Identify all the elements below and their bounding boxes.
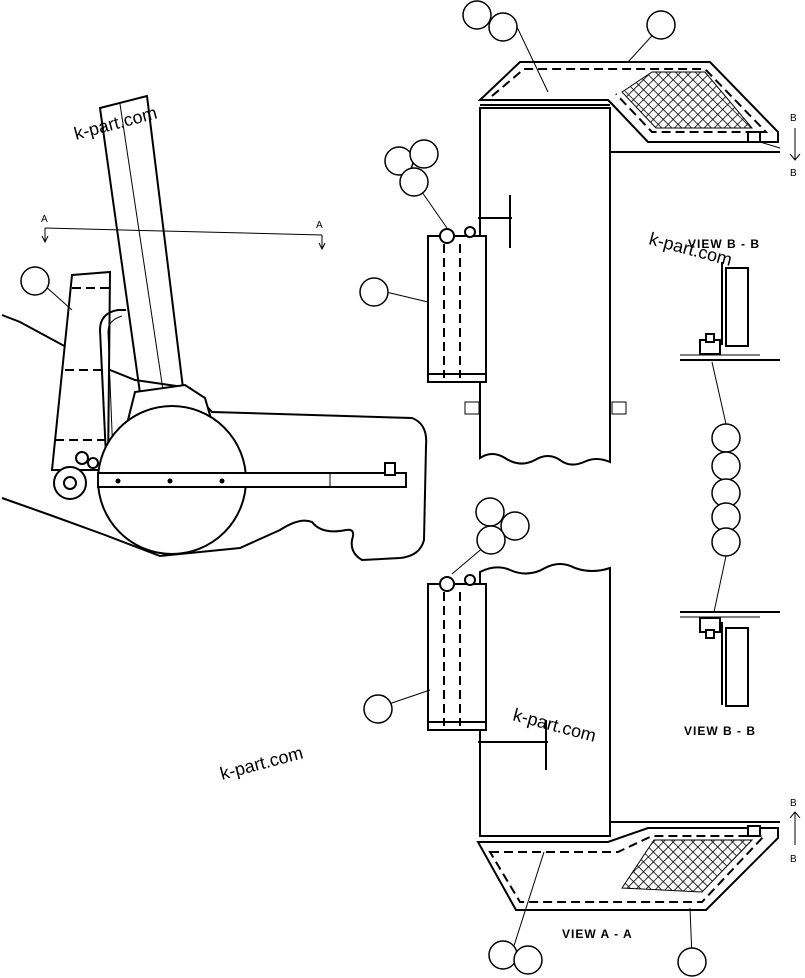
top-bracket-assembly: B B [359,0,801,466]
section-label-b-top-2: B [790,168,797,179]
callout-balloon [488,12,518,42]
callout-balloon [711,527,741,557]
callout-balloon [646,10,676,40]
view-a-a-label: VIEW A - A [562,927,633,941]
callout-balloon [363,694,393,724]
side-view-machine: A A [1,94,428,562]
column-wall-bottom [479,563,611,837]
callout-balloon [711,502,741,532]
frame-outline [1,314,428,562]
callout-balloon [513,945,543,975]
view-b-b-label-bottom: VIEW B - B [684,724,756,738]
mounting-rail [97,472,407,488]
callout-balloon [409,139,439,169]
callout-balloon [475,497,505,527]
callout-balloon [677,947,707,977]
mounted-cylinder-top [427,235,487,383]
watermark-text: k-part.com [647,229,734,270]
view-a-a-assembly: B B VIEW A - A [363,497,801,977]
section-line-a [44,227,323,236]
callout-balloon [399,167,429,197]
section-label-a-right: A [316,220,323,231]
section-label-a-left: A [41,214,48,225]
callout-balloon [476,525,506,555]
section-label-b-bottom-2: B [790,854,797,865]
callout-balloon [500,511,530,541]
callout-balloon [20,266,50,296]
view-b-b-detail: VIEW B - B VIEW B - B [680,237,780,738]
section-label-b-top-1: B [790,113,797,124]
watermark-text: k-part.com [218,743,305,784]
callout-balloon [488,940,518,970]
callout-balloon [462,0,492,30]
callout-balloon [359,277,389,307]
mesh-screen-bottom [621,839,754,893]
callout-balloon [711,423,741,453]
callout-balloon [711,451,741,481]
hydraulic-line [98,309,126,457]
mounted-cylinder-bottom [427,583,487,731]
section-label-b-bottom-1: B [790,798,797,809]
column-wall-top [479,107,611,466]
mesh-screen-top [621,71,754,129]
view-b-b-label-top: VIEW B - B [688,237,760,251]
